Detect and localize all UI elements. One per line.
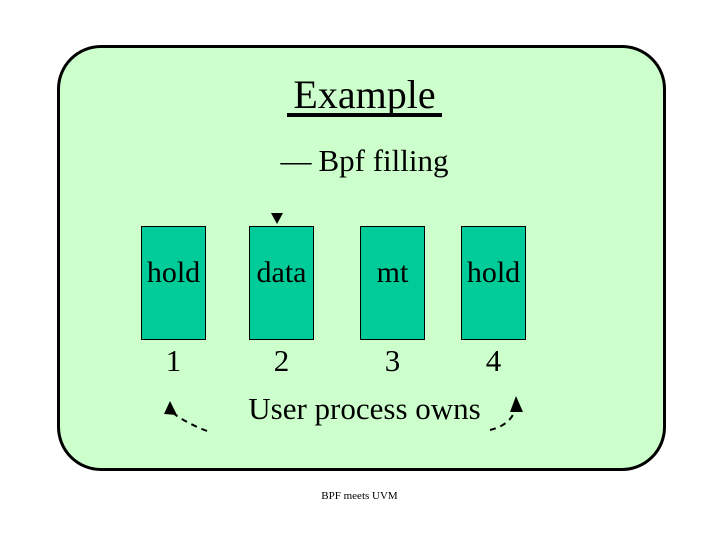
buffer-cell-2-label: data	[256, 256, 307, 289]
down-triangle-icon	[271, 213, 283, 224]
buffer-cell-3-label: mt	[376, 256, 409, 289]
subtitle-text: Bpf filling	[318, 143, 449, 178]
buffer-cell-3[interactable]: mt	[360, 226, 425, 340]
buffer-index-2: 2	[273, 343, 290, 378]
buffer-index-1: 1	[165, 343, 182, 378]
buffer-index-3: 3	[384, 343, 401, 378]
buffer-index-row: 1 2 3 4	[141, 343, 611, 383]
buffer-cell-1[interactable]: hold	[141, 226, 206, 340]
bullet-dash-icon: —	[280, 143, 312, 178]
page-title-text: Example	[287, 73, 442, 117]
buffer-cell-4-label: hold	[466, 256, 521, 289]
buffer-cell-1-label: hold	[146, 256, 201, 289]
ownership-caption: User process owns	[248, 391, 481, 426]
buffer-cell-2[interactable]: data	[249, 226, 314, 340]
slide-panel: Example —Bpf filling hold data mt hold 1…	[57, 45, 666, 471]
page-title: Example	[60, 73, 669, 117]
subtitle-bullet: —Bpf filling	[60, 143, 669, 179]
buffer-row: hold data mt hold	[141, 213, 611, 341]
buffer-index-4: 4	[485, 343, 502, 378]
buffer-cell-4[interactable]: hold	[461, 226, 526, 340]
slide-footer: BPF meets UVM	[321, 490, 398, 502]
